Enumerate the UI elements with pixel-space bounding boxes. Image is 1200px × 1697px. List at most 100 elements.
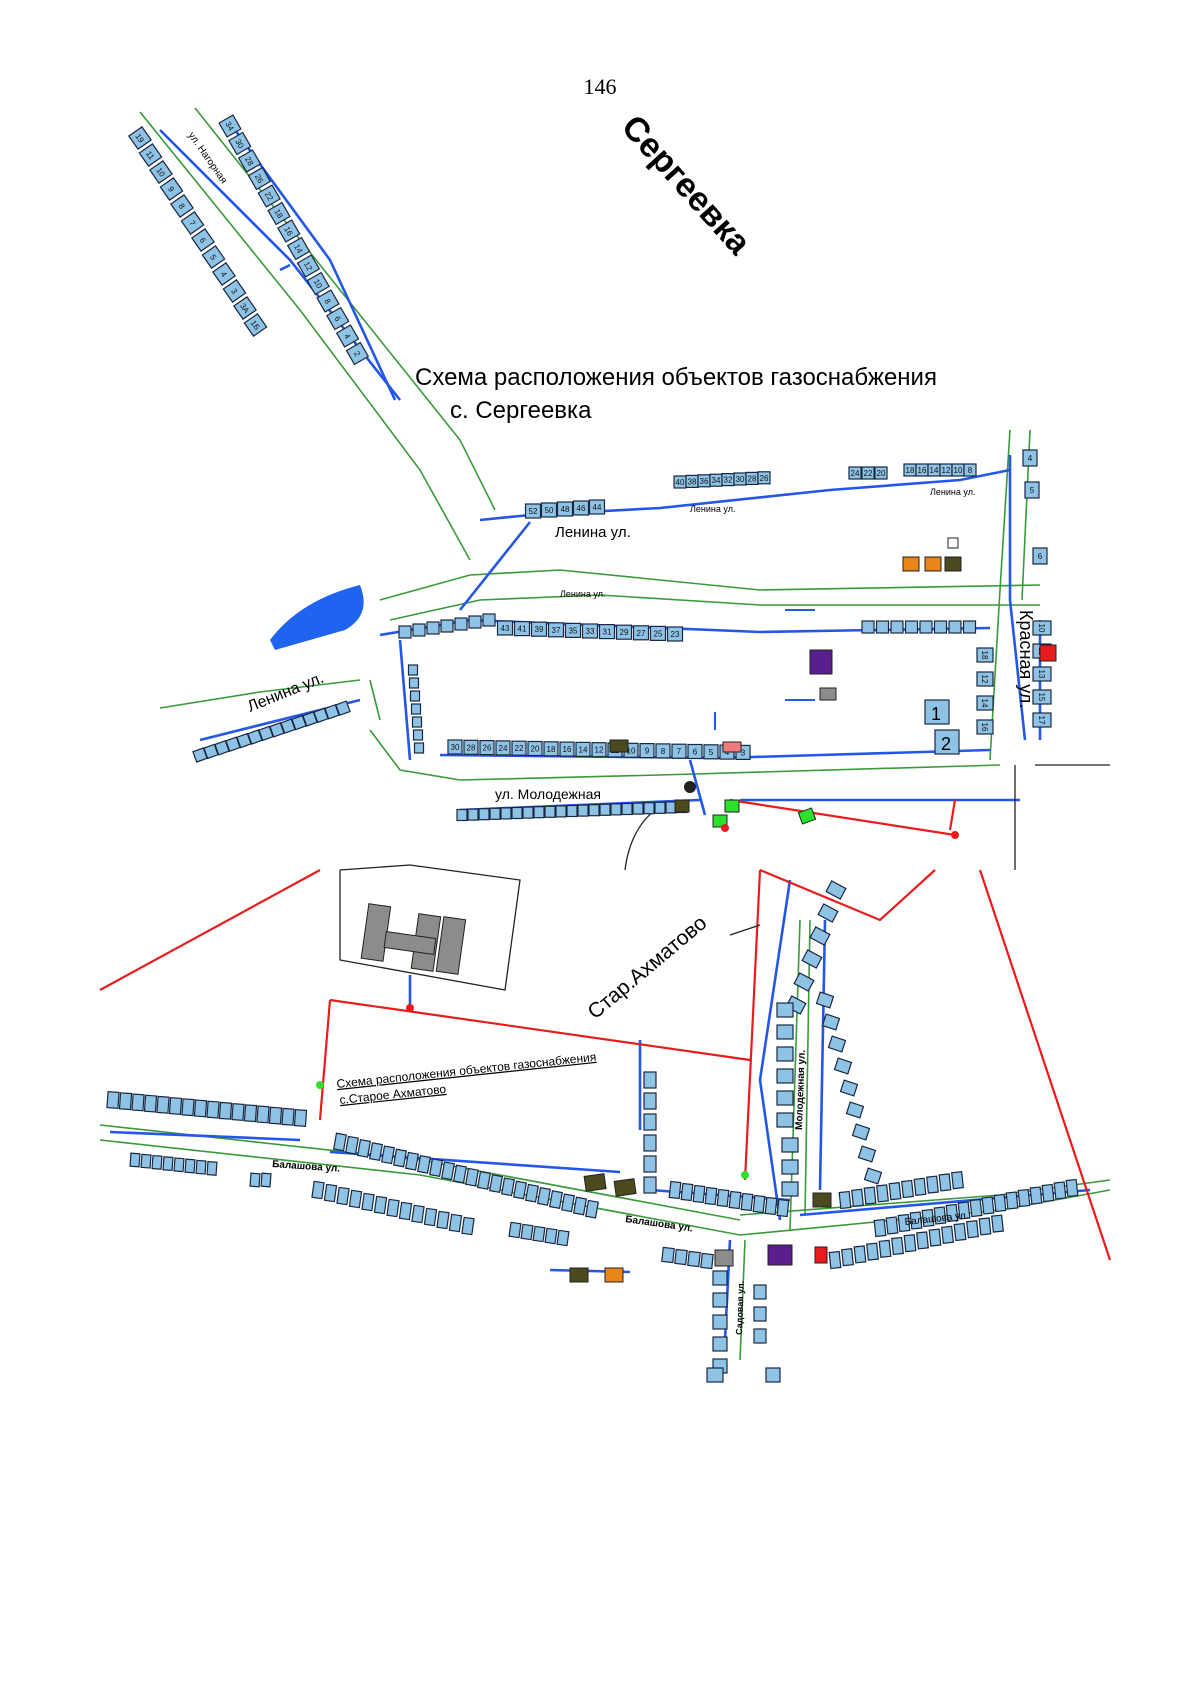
house-number: 34 xyxy=(712,476,721,485)
house-number: 4 xyxy=(725,748,730,757)
house-molodezhnaya-south xyxy=(522,806,534,819)
facility-olive-2 xyxy=(609,739,629,753)
house-number: 7 xyxy=(187,219,197,228)
house-balashova-north-mid xyxy=(560,1193,576,1213)
house-nagornaya-east: 18 xyxy=(267,201,291,226)
house-lenina-north: 18 xyxy=(903,463,917,477)
house-lenina-south: 39 xyxy=(530,621,548,637)
house-balashova-south-mid xyxy=(336,1186,350,1206)
house-balashova-north-far xyxy=(969,1198,983,1218)
house-nagornaya-west: 1Б xyxy=(243,313,268,337)
house-krasnaya-east: 17 xyxy=(1032,712,1052,728)
house-molodezhnaya-south xyxy=(478,808,490,821)
house-number: 30 xyxy=(451,743,460,752)
house-number: 10 xyxy=(1037,624,1046,633)
house-molodezhnaya-east xyxy=(839,1079,859,1097)
house-number: 8 xyxy=(968,466,973,475)
house-balashova-south-mid xyxy=(361,1192,375,1212)
house-balashova-north-far xyxy=(901,1179,914,1199)
house-molodezhnaya-south xyxy=(610,803,622,816)
house-nagornaya-east: 16 xyxy=(277,219,301,243)
house-balashova-north-west xyxy=(218,1101,233,1120)
house-krasnaya-west: 16 xyxy=(976,719,994,735)
house-lenina-south xyxy=(482,613,496,627)
house-krasnaya-west: 12 xyxy=(976,671,994,687)
house-sadovaya xyxy=(706,1367,724,1383)
house-balashova-south-east xyxy=(687,1250,701,1268)
house-pond-column xyxy=(410,703,422,715)
house-number: 25 xyxy=(654,629,663,638)
house-number: 9 xyxy=(645,747,650,756)
house-balashova-south-west xyxy=(129,1152,141,1168)
house-molodezhnaya-vertical xyxy=(781,1159,799,1175)
house-balashova-north-east xyxy=(716,1188,730,1208)
house-sadovaya xyxy=(753,1284,767,1300)
house-balashova-north-mid xyxy=(404,1151,420,1171)
house-number: 17 xyxy=(1037,716,1046,725)
house-balashova-north-mid xyxy=(368,1142,384,1162)
house-krasnaya-corner xyxy=(861,620,875,634)
house-number: 22 xyxy=(864,469,873,478)
house-number: 6 xyxy=(1038,552,1043,561)
house-molodezhnaya-south xyxy=(621,802,633,816)
facility-olive-1 xyxy=(944,556,962,572)
house-balashova-north-east xyxy=(692,1184,706,1204)
house-number: 29 xyxy=(620,628,629,637)
house-lenina-south: 43 xyxy=(496,620,514,636)
house-number: 33 xyxy=(586,627,595,636)
facility-olive-7 xyxy=(569,1267,589,1283)
house-balashova-north-west xyxy=(168,1096,183,1116)
house-lenina-south: 27 xyxy=(632,625,650,641)
house-balashova-north-mid xyxy=(428,1158,444,1178)
house-balashova-north-mid xyxy=(392,1148,408,1168)
house-balashova-south-mid xyxy=(461,1216,475,1236)
house-balashova-north-east xyxy=(764,1196,778,1216)
house-balashova-north-mid xyxy=(380,1145,396,1165)
facility-red-krasnaya xyxy=(1039,644,1057,662)
house-molodezhnaya-vertical xyxy=(781,1137,799,1153)
house-lenina-south: 37 xyxy=(547,622,565,638)
house-balashova-north-west xyxy=(131,1093,145,1112)
house-balashova-north-mid xyxy=(548,1190,564,1210)
house-krasnaya-west: 14 xyxy=(976,695,994,711)
house-balashova-north-west xyxy=(193,1099,208,1118)
house-lenina-north: 52 xyxy=(524,503,542,519)
house-number: 28 xyxy=(748,474,757,483)
house-balashova-south-far xyxy=(991,1214,1004,1233)
street-label-lenina-top: Ленина ул. xyxy=(555,524,631,541)
house-molodezhnaya-south xyxy=(500,807,512,820)
house-balashova-north-far xyxy=(838,1190,852,1210)
house-balashova-south-far xyxy=(953,1222,967,1242)
house-balashova-north-mid xyxy=(356,1138,372,1158)
house-nagornaya-west: 4 xyxy=(212,262,236,286)
house-balashova-north-far xyxy=(863,1186,877,1205)
house-nagornaya-west: 10 xyxy=(149,160,173,184)
house-molodezhnaya-vertical xyxy=(776,1068,794,1084)
house-molodezhnaya-vertical xyxy=(809,926,831,946)
house-number: 8 xyxy=(323,297,333,306)
house-nagornaya-east: 30 xyxy=(228,131,252,156)
house-balashova-north-east xyxy=(680,1182,694,1202)
house-balashova-south-mid xyxy=(436,1210,450,1230)
house-lenina-north: 38 xyxy=(685,474,699,488)
scheme-title-sergeevka: Схема расположения объектов газоснабжени… xyxy=(415,364,937,391)
houses-layer: 19111098765433А1Б34302826221816141210864… xyxy=(106,114,1079,1383)
house-balashova-south-mid xyxy=(398,1201,413,1221)
house-molodezhnaya-south xyxy=(533,806,545,819)
facility-olive-4 xyxy=(583,1173,607,1192)
house-number: 16 xyxy=(563,745,572,754)
block-number-1: 1 xyxy=(931,704,941,724)
house-balashova-south-mid xyxy=(348,1189,363,1209)
house-balashova-south-west xyxy=(162,1156,174,1172)
house-molodezhnaya-vertical xyxy=(776,1090,794,1106)
house-molodezhnaya-south xyxy=(643,802,655,815)
house-balashova-south-far xyxy=(878,1239,892,1258)
house-number: 10 xyxy=(954,466,963,475)
house-number: 24 xyxy=(851,469,860,478)
house-balashova-north-far xyxy=(1029,1186,1043,1205)
house-number: 2 xyxy=(352,350,362,359)
house-lenina-south: 25 xyxy=(649,625,667,642)
house-lenina-north: 28 xyxy=(745,471,759,485)
house-balashova-north-mid xyxy=(476,1170,492,1190)
house-number: 16 xyxy=(980,723,989,732)
